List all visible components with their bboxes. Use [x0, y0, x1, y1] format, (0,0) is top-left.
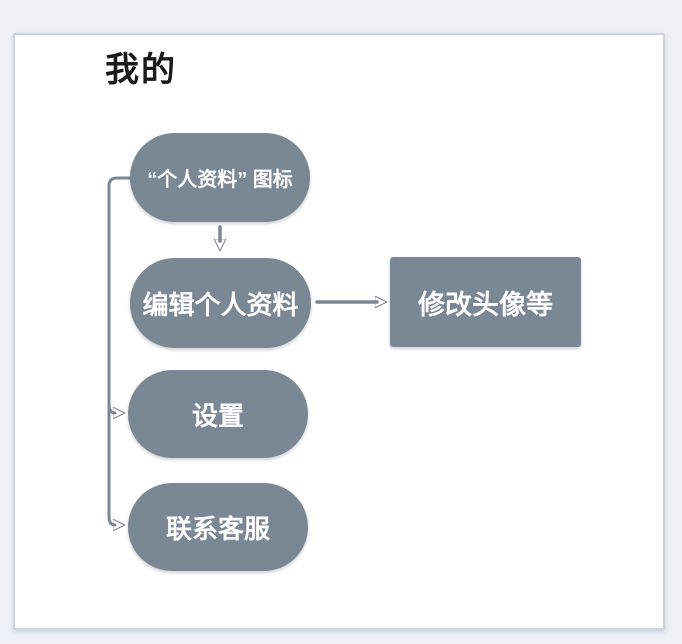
page-title: 我的 [105, 51, 177, 89]
node-modify-avatar: 修改头像等 [390, 257, 581, 347]
node-edit-profile: 编辑个人资料 [130, 258, 311, 348]
node-contact-support: 联系客服 [128, 483, 308, 571]
node-settings: 设置 [128, 370, 308, 458]
node-profile-icon: “个人资料” 图标 [130, 133, 310, 222]
